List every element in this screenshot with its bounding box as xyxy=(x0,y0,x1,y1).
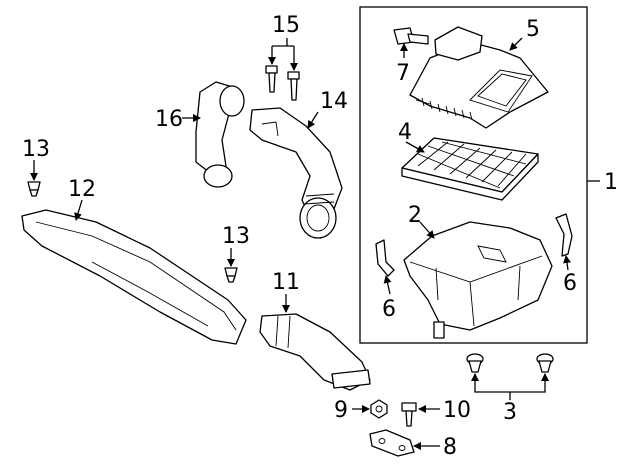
leader-12 xyxy=(74,199,83,221)
callout-16: 16 xyxy=(155,107,183,132)
callout-5: 5 xyxy=(526,17,540,42)
callout-15: 15 xyxy=(272,13,300,38)
bracket-right xyxy=(555,213,573,257)
nut xyxy=(370,399,388,419)
bracket-left xyxy=(375,239,395,277)
callout-7: 7 xyxy=(396,61,410,86)
bolt-left xyxy=(265,65,278,93)
callout-8: 8 xyxy=(443,435,457,460)
grommet-right xyxy=(536,353,554,373)
bolt-right xyxy=(287,71,300,101)
air-cleaner-assembly-box xyxy=(359,6,588,344)
leader-14 xyxy=(307,111,319,129)
callout-13-middle: 13 xyxy=(222,224,250,249)
air-intake-deflector xyxy=(21,209,247,345)
callout-1: 1 xyxy=(604,170,618,195)
callout-4: 4 xyxy=(398,120,412,145)
callout-3: 3 xyxy=(503,400,517,425)
leader-6-left xyxy=(383,275,392,295)
air-cleaner-lower-housing xyxy=(403,221,553,339)
leader-15 xyxy=(272,38,294,47)
callout-6-right: 6 xyxy=(563,271,577,296)
leader-6-right xyxy=(563,255,571,271)
callout-10: 10 xyxy=(443,398,471,423)
clip-upper-left xyxy=(27,181,41,197)
callout-9: 9 xyxy=(334,398,348,423)
air-inlet-duct xyxy=(259,313,371,391)
callout-12: 12 xyxy=(68,177,96,202)
leader-3 xyxy=(474,374,546,400)
upper-air-duct xyxy=(195,81,245,188)
callout-14: 14 xyxy=(320,89,348,114)
air-cleaner-cover xyxy=(409,26,549,129)
leader-5 xyxy=(509,37,523,51)
callout-6-left: 6 xyxy=(382,297,396,322)
grommet-left xyxy=(466,353,484,373)
leader-2 xyxy=(419,221,435,239)
bolt-small xyxy=(401,402,417,427)
callout-11: 11 xyxy=(272,270,300,295)
callout-13-upper: 13 xyxy=(22,137,50,162)
mounting-bracket xyxy=(369,429,415,457)
air-filter-element xyxy=(401,137,539,201)
leader-4 xyxy=(405,141,425,153)
clip-middle xyxy=(224,267,238,283)
mass-airflow-sensor xyxy=(393,27,429,45)
resonator-hose xyxy=(249,107,343,239)
callout-2: 2 xyxy=(408,203,422,228)
